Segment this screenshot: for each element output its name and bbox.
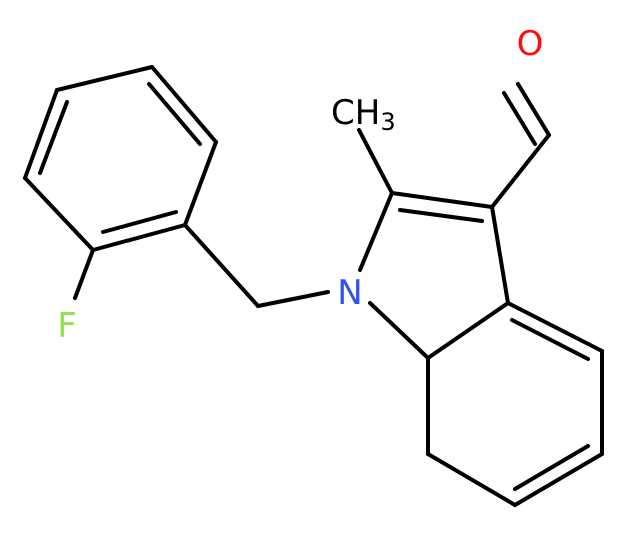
- bond-c-o-2: [502, 91, 537, 146]
- bond-ch2-n: [256, 290, 330, 308]
- bond: [426, 452, 517, 507]
- double-bond-inner: [147, 82, 202, 146]
- methyl-subscript: 3: [380, 108, 395, 136]
- fluorophenyl-ring: [23, 65, 218, 252]
- nitrogen-label: N: [337, 273, 362, 313]
- fluorine-label: F: [57, 306, 77, 346]
- bond: [506, 301, 604, 353]
- bond-ring-ch2: [183, 223, 260, 308]
- double-bond-inner: [510, 318, 590, 361]
- bond-c3-c3a: [490, 205, 510, 305]
- double-bond-inner: [513, 444, 590, 491]
- bond-c3-cho: [490, 133, 551, 209]
- oxygen-label: O: [517, 24, 544, 64]
- bond-c2-methyl: [357, 128, 394, 195]
- bond-c-o-1: [516, 82, 551, 137]
- bond: [513, 452, 604, 507]
- benzo-ring: [426, 301, 604, 507]
- double-bond-inner: [101, 210, 178, 234]
- bond: [23, 88, 59, 180]
- double-bond-inner: [398, 208, 484, 223]
- pyrrole-ring: [358, 191, 510, 360]
- bond-c2-c3: [390, 191, 494, 209]
- double-bond-inner: [38, 100, 69, 175]
- methyl-main: CH: [331, 93, 380, 133]
- bond-c7a-n: [368, 301, 430, 360]
- bond-c-f: [73, 248, 95, 300]
- bond: [55, 65, 154, 92]
- methyl-label: CH3: [331, 93, 396, 136]
- bond-n-c2: [358, 191, 394, 272]
- bond: [91, 223, 187, 252]
- bond: [23, 176, 95, 252]
- bond-c3a-c7a: [426, 301, 510, 360]
- bond: [150, 65, 218, 144]
- bond: [183, 140, 218, 227]
